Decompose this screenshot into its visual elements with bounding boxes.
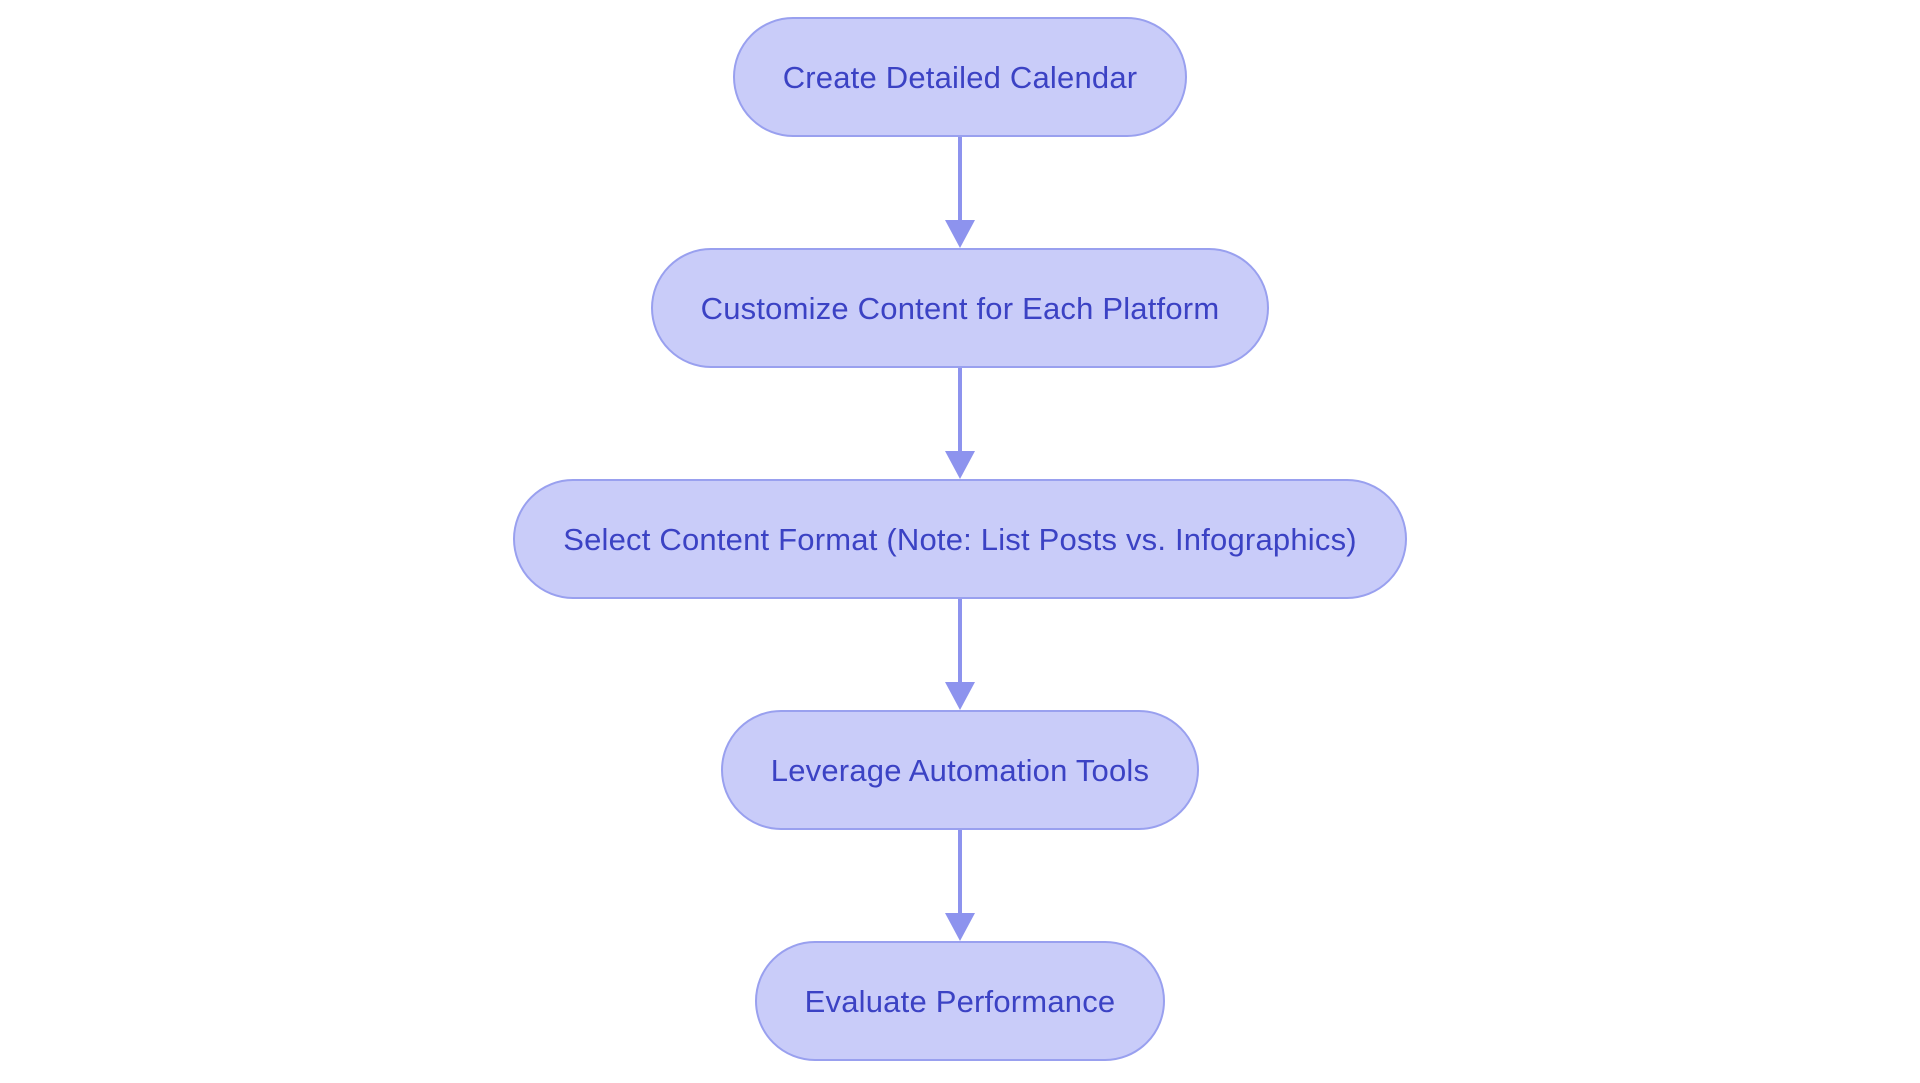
flow-connector-2 [944, 368, 976, 479]
arrow-line [958, 599, 962, 682]
node-label: Evaluate Performance [804, 983, 1116, 1019]
flow-node-customize-content-for-each-platform[interactable]: Customize Content for Each Platform [650, 248, 1270, 368]
node-label: Select Content Format (Note: List Posts … [563, 521, 1357, 557]
flow-node-select-content-format[interactable]: Select Content Format (Note: List Posts … [513, 479, 1407, 599]
node-label: Customize Content for Each Platform [700, 290, 1220, 326]
node-label: Leverage Automation Tools [770, 752, 1150, 788]
node-label: Create Detailed Calendar [782, 59, 1138, 95]
arrow-down-icon [945, 913, 975, 941]
arrow-down-icon [945, 682, 975, 710]
arrow-line [958, 137, 962, 220]
arrow-down-icon [945, 220, 975, 248]
flow-connector-4 [944, 830, 976, 941]
arrow-line [958, 368, 962, 451]
flow-connector-1 [944, 137, 976, 248]
flow-node-create-detailed-calendar[interactable]: Create Detailed Calendar [732, 17, 1188, 137]
arrow-line [958, 830, 962, 913]
flow-node-leverage-automation-tools[interactable]: Leverage Automation Tools [720, 710, 1200, 830]
flow-connector-3 [944, 599, 976, 710]
arrow-down-icon [945, 451, 975, 479]
flow-node-evaluate-performance[interactable]: Evaluate Performance [754, 941, 1166, 1061]
